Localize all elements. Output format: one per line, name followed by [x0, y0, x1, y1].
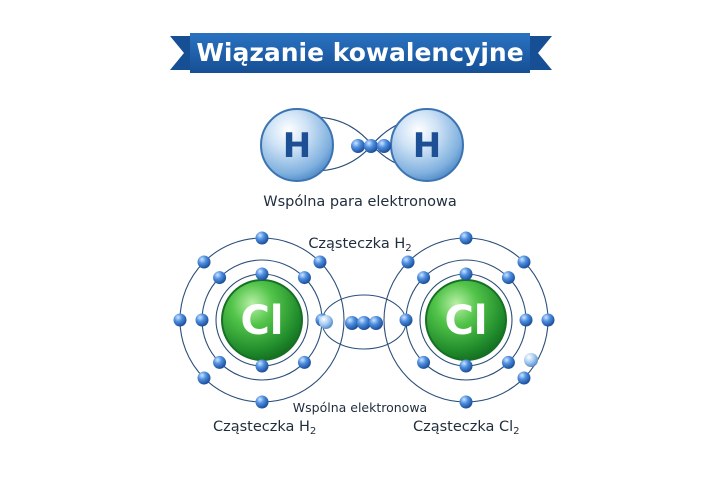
- chlorine-symbol-left: Cl: [240, 298, 283, 344]
- caption-top-molecule-text: Cząsteczka H: [308, 236, 406, 252]
- caption-bottom-right: Cząsteczka Cl2: [413, 419, 520, 438]
- shared-electron-cl2-2: [357, 316, 371, 330]
- electron-right-shell2-5: [417, 271, 431, 285]
- banner-title: Wiązanie kowalencyjne: [196, 38, 523, 67]
- electron-right-shell2-4: [399, 313, 413, 327]
- electron-right-shell3-5: [459, 231, 473, 245]
- electron-left-shell2-2: [297, 355, 311, 369]
- shared-electron-h2-2: [364, 139, 378, 153]
- electron-right-shell3-3: [541, 313, 555, 327]
- electron-right-shell1-1: [459, 359, 473, 373]
- electron-right-shell2-2: [501, 355, 515, 369]
- electron-right-shell2-6: [501, 271, 515, 285]
- electron-left-shell3-4: [197, 255, 211, 269]
- hydrogen-atom-right: [390, 108, 464, 182]
- chlorine-symbol-right: Cl: [444, 298, 487, 344]
- electron-left-shell2-5: [213, 271, 227, 285]
- caption-bottom-right-text: Cząsteczka Cl: [413, 419, 514, 435]
- caption-bottom-left: Cząsteczka H2: [213, 419, 317, 438]
- caption-shared-pair: Wspólna para elektronowa: [263, 194, 457, 210]
- shared-electron-h2-1: [351, 139, 365, 153]
- banner-body: [190, 33, 530, 73]
- electron-left-shell2-3: [213, 355, 227, 369]
- cl2-molecule: Cl Cl: [173, 231, 555, 409]
- caption-bottom-left-text: Cząsteczka H: [213, 419, 310, 435]
- electron-left-shell1-2: [255, 267, 269, 281]
- caption-top-molecule: Cząsteczka H2: [0, 236, 720, 255]
- electron-right-shell3-4: [517, 255, 531, 269]
- hydrogen-symbol-right: H: [413, 126, 441, 166]
- hydrogen-symbol-left: H: [283, 126, 311, 166]
- hydrogen-atom-left: [260, 108, 334, 182]
- electron-left-shell3-6: [313, 255, 327, 269]
- caption-cl2-shared: Wspólna elektronowa: [292, 400, 428, 415]
- electron-left-shell2-6: [297, 271, 311, 285]
- electron-left-valence-pale: [319, 315, 333, 329]
- electron-right-shell2-1: [519, 313, 533, 327]
- shared-electron-cl2-1: [345, 316, 359, 330]
- electron-left-shell3-2: [197, 371, 211, 385]
- caption-bottom-right-subscript: 2: [513, 426, 520, 438]
- electron-left-shell3-1: [255, 395, 269, 409]
- caption-top-molecule-subscript: 2: [405, 243, 412, 255]
- h2-molecule: H H: [260, 108, 464, 182]
- electron-right-shell2-3: [417, 355, 431, 369]
- electron-right-shell3-6: [401, 255, 415, 269]
- shared-electron-cl2-3: [369, 316, 383, 330]
- caption-bottom-left-subscript: 2: [309, 426, 317, 438]
- electron-right-shell1-2: [459, 267, 473, 281]
- shared-electron-h2-3: [377, 139, 391, 153]
- electron-left-shell3-3: [173, 313, 187, 327]
- title-banner: Wiązanie kowalencyjne: [170, 33, 552, 73]
- electron-right-valence-pale: [524, 353, 538, 367]
- electron-right-shell3-1: [459, 395, 473, 409]
- electron-left-shell1-1: [255, 359, 269, 373]
- electron-left-shell3-5: [255, 231, 269, 245]
- electron-left-shell2-4: [195, 313, 209, 327]
- electron-right-shell3-2: [517, 371, 531, 385]
- cl2-electrons: [173, 231, 555, 409]
